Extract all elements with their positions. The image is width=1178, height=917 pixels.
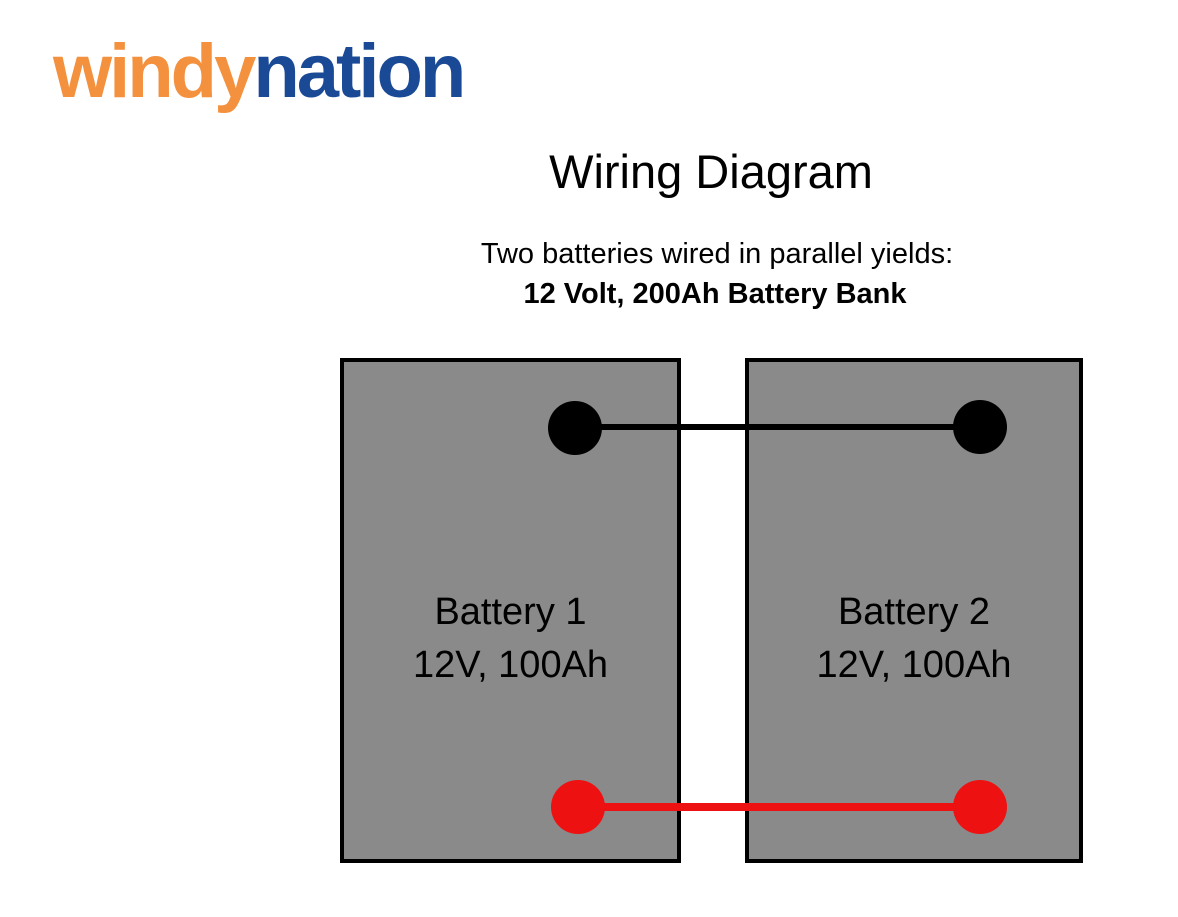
- battery-1-label: Battery 1 12V, 100Ah: [344, 586, 677, 692]
- negative-wire: [575, 424, 980, 430]
- subtitle-line2: 12 Volt, 200Ah Battery Bank: [523, 278, 907, 310]
- battery-2-spec: 12V, 100Ah: [816, 644, 1012, 686]
- battery-1-negative-terminal-icon: [548, 401, 602, 455]
- battery-2-positive-terminal-icon: [953, 780, 1007, 834]
- page-title: Wiring Diagram: [549, 145, 873, 198]
- battery-2-box: Battery 2 12V, 100Ah: [745, 358, 1083, 863]
- logo-text-windy: windy: [53, 29, 256, 114]
- logo-text-nation: nation: [253, 29, 466, 114]
- battery-2-name: Battery 2: [837, 591, 991, 633]
- battery-1-name: Battery 1: [434, 591, 587, 633]
- positive-wire: [578, 803, 980, 811]
- battery-2-label: Battery 2 12V, 100Ah: [749, 586, 1079, 692]
- windynation-logo: windynation: [53, 29, 466, 114]
- battery-1-spec: 12V, 100Ah: [412, 644, 609, 686]
- battery-1-box: Battery 1 12V, 100Ah: [340, 358, 681, 863]
- subtitle-line1: Two batteries wired in parallel yields:: [480, 238, 954, 270]
- battery-1-positive-terminal-icon: [551, 780, 605, 834]
- battery-2-negative-terminal-icon: [953, 400, 1007, 454]
